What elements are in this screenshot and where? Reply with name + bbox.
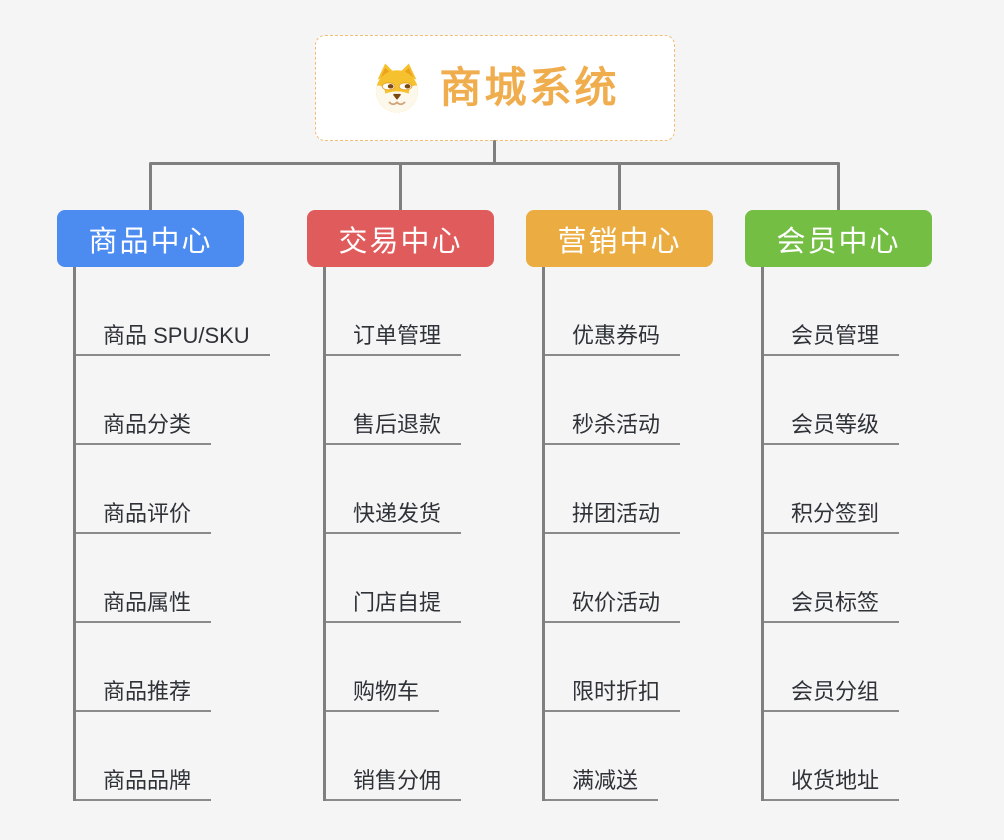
- sub-item[interactable]: 商品属性: [76, 534, 244, 623]
- sub-item-label: 商品推荐: [76, 679, 212, 712]
- root-node[interactable]: 商城系统: [315, 35, 675, 141]
- sub-item[interactable]: 商品品牌: [76, 712, 244, 801]
- sub-item-label: 商品评价: [76, 501, 212, 534]
- branch-item-list: 优惠券码秒杀活动拼团活动砍价活动限时折扣满减送: [542, 267, 713, 801]
- sub-item-label: 商品品牌: [76, 768, 212, 801]
- sub-item-label: 购物车: [326, 679, 440, 712]
- branch-header-2[interactable]: 交易中心: [307, 210, 494, 267]
- branch-column: 营销中心 优惠券码秒杀活动拼团活动砍价活动限时折扣满减送: [526, 210, 713, 801]
- sub-item[interactable]: 积分签到: [764, 445, 932, 534]
- sub-item[interactable]: 会员等级: [764, 356, 932, 445]
- sub-item-label: 砍价活动: [545, 590, 681, 623]
- sub-item[interactable]: 门店自提: [326, 534, 494, 623]
- sub-item-label: 秒杀活动: [545, 412, 681, 445]
- sub-item[interactable]: 收货地址: [764, 712, 932, 801]
- sub-item[interactable]: 砍价活动: [545, 534, 713, 623]
- branch-header-4[interactable]: 会员中心: [745, 210, 932, 267]
- branch-column: 会员中心 会员管理会员等级积分签到会员标签会员分组收货地址: [745, 210, 932, 801]
- connector-root-stem: [493, 140, 496, 165]
- sub-item-label: 会员分组: [764, 679, 900, 712]
- sub-item-label: 商品属性: [76, 590, 212, 623]
- sub-item[interactable]: 满减送: [545, 712, 713, 801]
- root-title: 商城系统: [439, 64, 620, 111]
- sub-item[interactable]: 商品推荐: [76, 623, 244, 712]
- sub-item-label: 限时折扣: [545, 679, 681, 712]
- sub-item-label: 会员标签: [764, 590, 900, 623]
- branch-column: 商品中心 商品 SPU/SKU 商品分类商品评价商品属性商品推荐商品品牌: [57, 210, 270, 801]
- sub-item[interactable]: 快递发货: [326, 445, 494, 534]
- sub-item-label: 拼团活动: [545, 501, 681, 534]
- branch-header-3[interactable]: 营销中心: [526, 210, 713, 267]
- connector-drop-branch-3: [618, 162, 621, 211]
- branch-header-1[interactable]: 商品中心: [57, 210, 244, 267]
- sub-item[interactable]: 商品评价: [76, 445, 244, 534]
- connector-drop-branch-4: [837, 162, 840, 211]
- sub-item[interactable]: 拼团活动: [545, 445, 713, 534]
- sub-item-label: 会员等级: [764, 412, 900, 445]
- sub-item-label: 门店自提: [326, 590, 462, 623]
- connector-drop-branch-2: [399, 162, 402, 211]
- sub-item-label: 收货地址: [764, 768, 900, 801]
- sub-item-label: 商品分类: [76, 412, 212, 445]
- sub-item[interactable]: 会员分组: [764, 623, 932, 712]
- sub-item[interactable]: 售后退款: [326, 356, 494, 445]
- sub-item[interactable]: 商品 SPU/SKU: [76, 267, 270, 356]
- sub-item[interactable]: 销售分佣: [326, 712, 494, 801]
- sub-item[interactable]: 会员标签: [764, 534, 932, 623]
- sub-item-label: 售后退款: [326, 412, 462, 445]
- sub-item-label: 订单管理: [326, 323, 462, 356]
- sub-item[interactable]: 订单管理: [326, 267, 494, 356]
- connector-drop-branch-1: [149, 162, 152, 211]
- connector-horizontal-bar: [150, 162, 840, 165]
- branch-item-list: 会员管理会员等级积分签到会员标签会员分组收货地址: [761, 267, 932, 801]
- sub-item-label: 会员管理: [764, 323, 900, 356]
- branch-column: 交易中心 订单管理售后退款快递发货门店自提购物车销售分佣: [307, 210, 494, 801]
- sub-item-label: 商品 SPU/SKU: [76, 323, 270, 356]
- sub-item[interactable]: 商品分类: [76, 356, 244, 445]
- sub-item-label: 积分签到: [764, 501, 900, 534]
- sub-item[interactable]: 会员管理: [764, 267, 932, 356]
- shiba-dog-icon: [376, 63, 419, 113]
- sub-item-label: 快递发货: [326, 501, 462, 534]
- sub-item[interactable]: 秒杀活动: [545, 356, 713, 445]
- sub-item[interactable]: 购物车: [326, 623, 494, 712]
- branch-item-list: 订单管理售后退款快递发货门店自提购物车销售分佣: [323, 267, 494, 801]
- sub-item-label: 优惠券码: [545, 323, 681, 356]
- sub-item-label: 销售分佣: [326, 768, 462, 801]
- sub-item[interactable]: 限时折扣: [545, 623, 713, 712]
- branch-item-list: 商品 SPU/SKU 商品分类商品评价商品属性商品推荐商品品牌: [73, 267, 270, 801]
- sub-item[interactable]: 优惠券码: [545, 267, 713, 356]
- sub-item-label: 满减送: [545, 768, 659, 801]
